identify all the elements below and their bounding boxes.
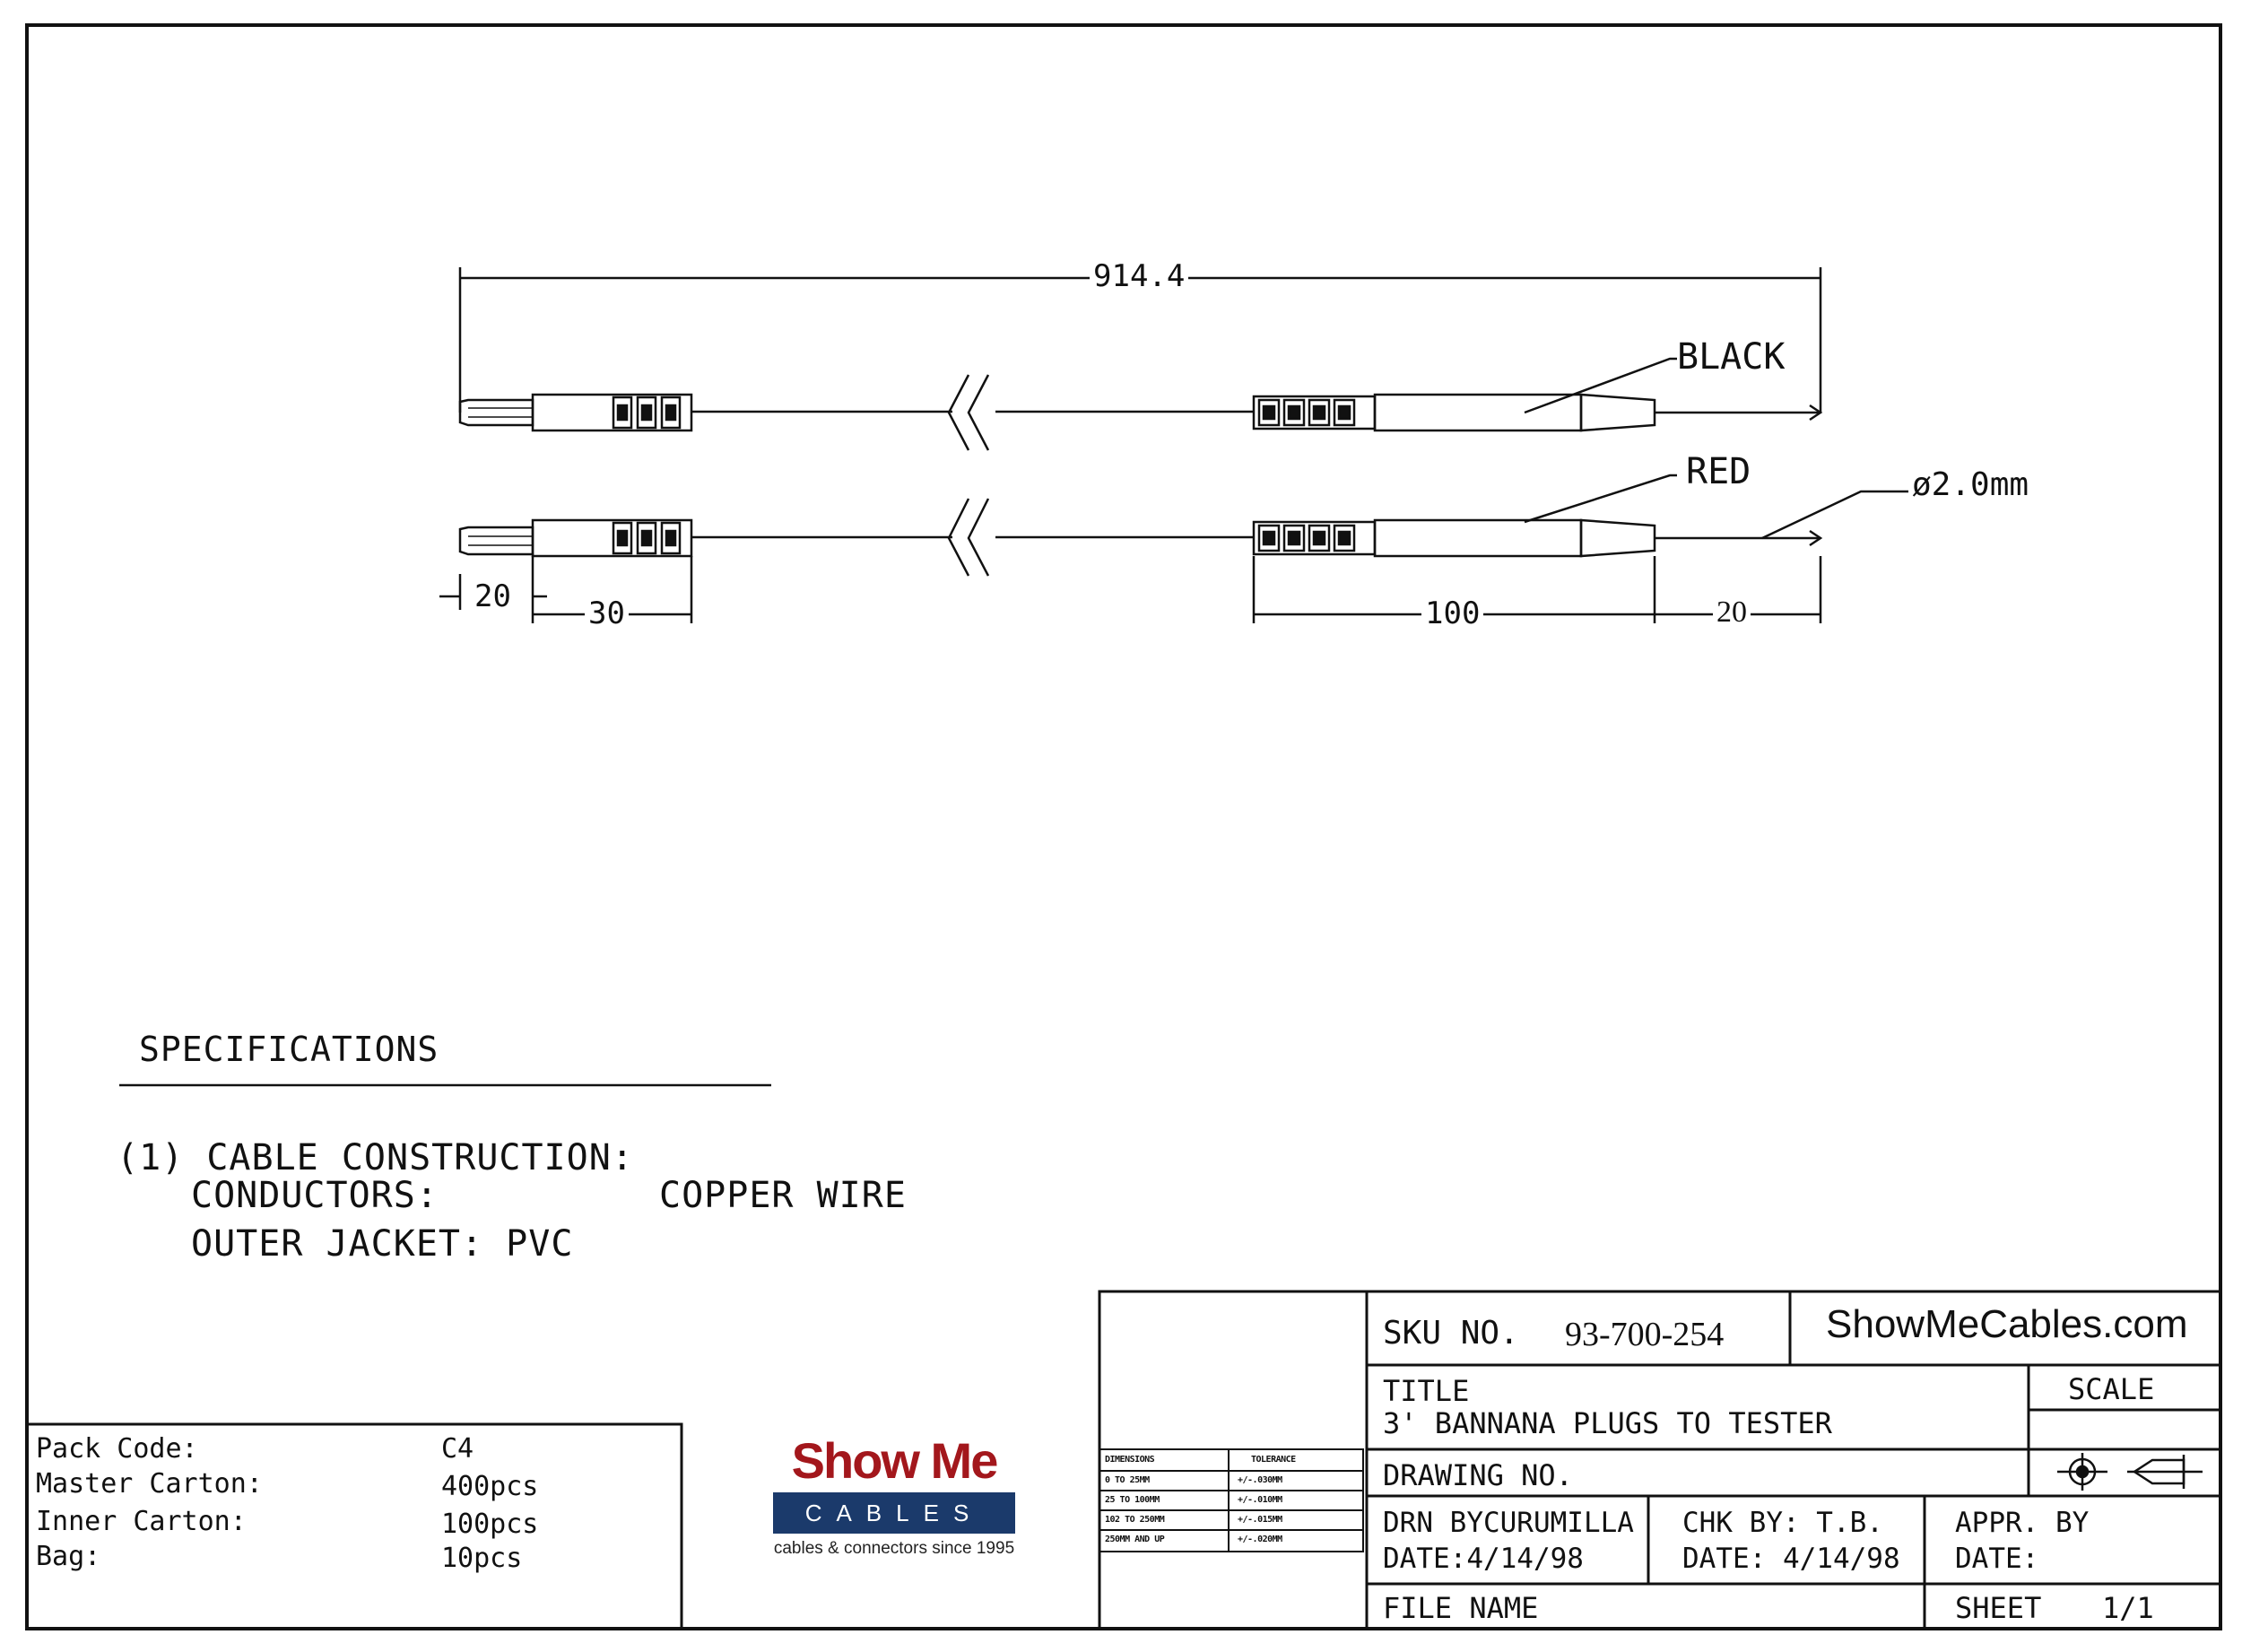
tolerance-row-dimension: 0 TO 25MM (1105, 1475, 1150, 1485)
conductors-label: CONDUCTORS: (191, 1175, 439, 1216)
specifications-heading: SPECIFICATIONS (139, 1030, 439, 1069)
outer-jacket-label: OUTER JACKET: PVC (191, 1223, 574, 1265)
approved-by-label: APPR. BY (1955, 1507, 2090, 1539)
checked-by-label: CHK BY: T.B. (1682, 1507, 1883, 1539)
tolerance-row-value: +/-.020MM (1238, 1535, 1282, 1544)
master-carton-value: 400pcs (441, 1471, 539, 1502)
tip-dimension: 20 (471, 578, 515, 614)
tolerance-row-dimension: 102 TO 250MM (1105, 1515, 1165, 1525)
cable-construction-label: (1) CABLE CONSTRUCTION: (117, 1137, 634, 1178)
red-cable-drawing (458, 474, 1908, 577)
bag-label: Bag: (36, 1541, 101, 1572)
drawing-number-label: DRAWING NO. (1383, 1458, 1573, 1492)
red-wire-label: RED (1686, 451, 1751, 492)
sheet-label: SHEET (1955, 1591, 2042, 1625)
master-carton-label: Master Carton: (36, 1468, 263, 1500)
diameter-label: ø2.0mm (1912, 466, 2029, 503)
bag-value: 10pcs (441, 1543, 523, 1574)
plug-body-dimension: 30 (585, 596, 629, 631)
tolerance-row-dimension: 250MM AND UP (1105, 1535, 1165, 1544)
drawn-by-label: DRN BYCURUMILLA (1383, 1507, 1634, 1539)
scale-label: SCALE (2068, 1372, 2155, 1406)
sheet-value: 1/1 (2102, 1591, 2154, 1625)
overall-length-dimension: 914.4 (1090, 258, 1189, 294)
brand-tagline: cables & connectors since 1995 (773, 1539, 1015, 1558)
tolerance-row-value: +/-.015MM (1238, 1515, 1282, 1525)
tolerance-header-dimensions: DIMENSIONS (1105, 1455, 1155, 1465)
pack-code-value: C4 (441, 1433, 474, 1465)
title-value: 3' BANNANA PLUGS TO TESTER (1383, 1406, 1832, 1440)
packing-box (25, 1422, 683, 1630)
tolerance-header-tolerance: TOLERANCE (1251, 1455, 1296, 1465)
sku-value: 93-700-254 (1565, 1316, 1725, 1353)
probe-tip-dimension: 20 (1713, 596, 1751, 630)
tolerance-row-dimension: 25 TO 100MM (1105, 1495, 1160, 1505)
title-block-lines (1098, 1290, 2222, 1630)
brand-logo-wordmark: Show Me (791, 1432, 999, 1489)
approved-date-label: DATE: (1955, 1543, 2039, 1575)
sku-label: SKU NO. (1383, 1315, 1519, 1352)
checked-date-label: DATE: 4/14/98 (1682, 1543, 1900, 1575)
inner-carton-value: 100pcs (441, 1509, 539, 1540)
tolerance-row-value: +/-.030MM (1238, 1475, 1282, 1485)
projection-symbol-icon (2057, 1453, 2203, 1491)
tolerance-table-lines (1099, 1448, 1364, 1552)
pack-code-label: Pack Code: (36, 1433, 198, 1465)
lower-dimension-lines (439, 556, 1822, 623)
file-name-label: FILE NAME (1383, 1591, 1539, 1625)
tolerance-row-value: +/-.010MM (1238, 1495, 1282, 1505)
website-label: ShowMeCables.com (1826, 1302, 2188, 1346)
black-cable-drawing (458, 357, 1823, 451)
brand-logo-band: CABLES (773, 1492, 1015, 1534)
black-wire-label: BLACK (1677, 336, 1786, 378)
inner-carton-label: Inner Carton: (36, 1506, 247, 1537)
probe-body-dimension: 100 (1421, 596, 1484, 631)
conductors-value: COPPER WIRE (659, 1175, 907, 1216)
drawn-date-label: DATE:4/14/98 (1383, 1543, 1584, 1575)
title-label: TITLE (1383, 1374, 1470, 1408)
